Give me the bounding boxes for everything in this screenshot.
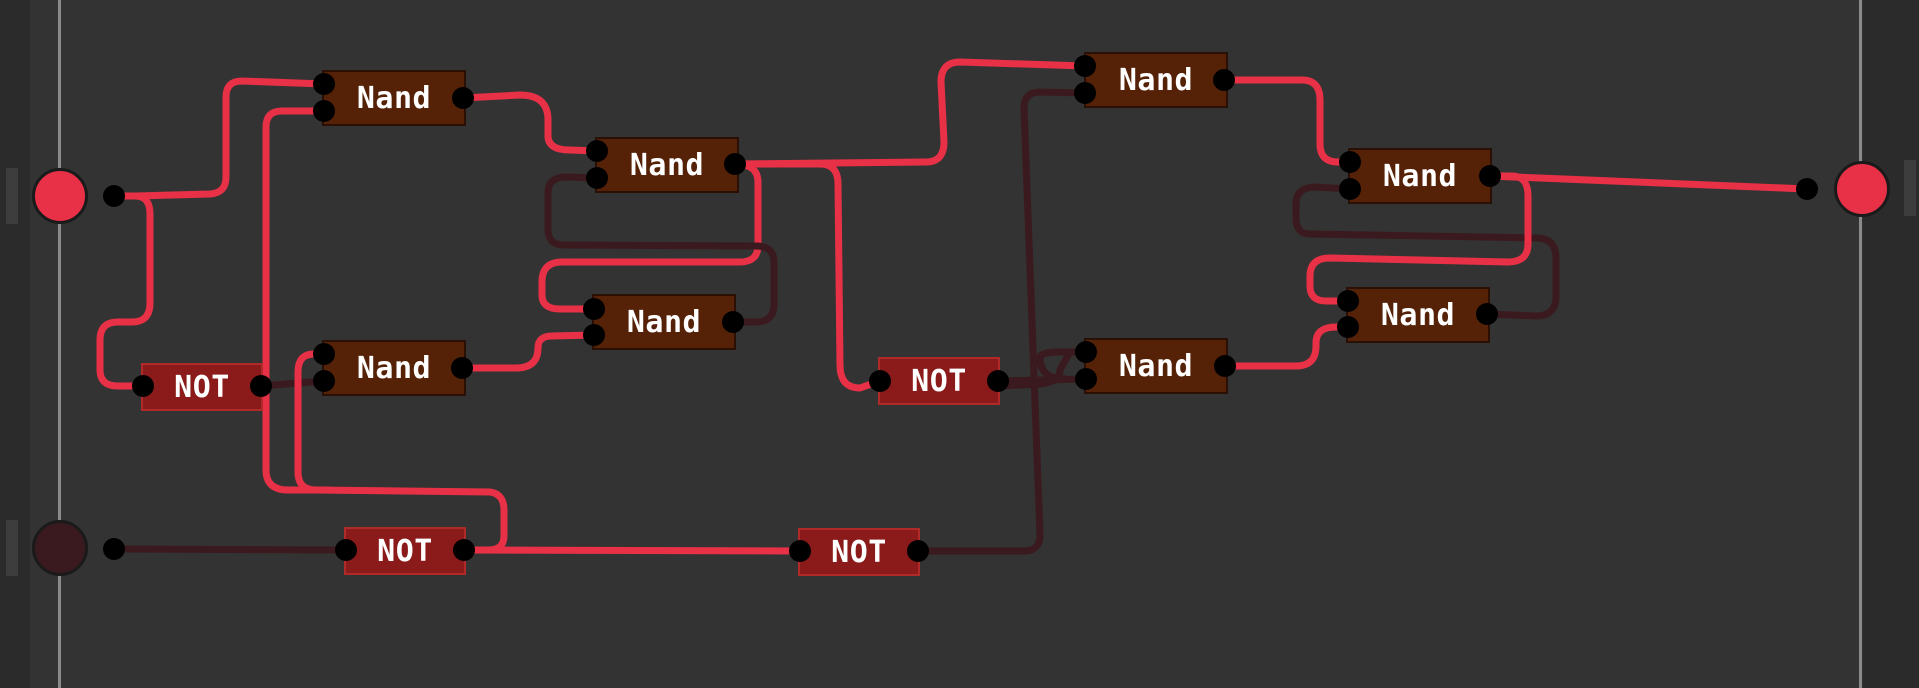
nand-6-gate[interactable]: Nand: [1348, 148, 1492, 204]
wire-w15-off[interactable]: [1036, 348, 1090, 383]
gate-label: Nand: [1118, 348, 1194, 384]
gate-label: NOT: [911, 363, 967, 399]
gate-label: Nand: [626, 304, 702, 340]
wire-w19-on[interactable]: [1486, 172, 1811, 193]
connector-pin[interactable]: [132, 375, 154, 397]
gate-label: Nand: [356, 350, 432, 386]
output-panel: [1863, 0, 1919, 688]
connector-pin[interactable]: [452, 87, 474, 109]
connector-pin[interactable]: [586, 140, 608, 162]
connector-pin[interactable]: [869, 370, 891, 392]
output-handle-q[interactable]: [1904, 160, 1916, 216]
gate-label: Nand: [1118, 62, 1194, 98]
wire-w6-on[interactable]: [294, 350, 508, 554]
wire-w9-off[interactable]: [914, 88, 1089, 555]
wire-w21-off[interactable]: [1292, 183, 1560, 320]
connector-pin[interactable]: [103, 538, 125, 560]
wire-w16-on[interactable]: [538, 160, 762, 313]
nand-4-gate[interactable]: Nand: [322, 340, 466, 396]
gate-label: Nand: [629, 147, 705, 183]
connector-pin[interactable]: [724, 153, 746, 175]
connector-pin[interactable]: [453, 539, 475, 561]
input-handle-a[interactable]: [6, 168, 18, 224]
connector-pin[interactable]: [313, 343, 335, 365]
connector-pin[interactable]: [583, 298, 605, 320]
connector-pin[interactable]: [313, 370, 335, 392]
gate-label: Nand: [1382, 158, 1458, 194]
not-3-gate[interactable]: NOT: [798, 528, 920, 576]
nand-7-gate[interactable]: Nand: [1346, 287, 1490, 343]
wire-w13-on[interactable]: [731, 160, 884, 392]
wire-w20-off[interactable]: [544, 173, 778, 326]
connector-pin[interactable]: [1075, 341, 1097, 363]
nand-1-gate[interactable]: Nand: [322, 70, 466, 126]
not-1-gate[interactable]: NOT: [141, 363, 263, 411]
connector-pin[interactable]: [451, 357, 473, 379]
in-b-pin-off[interactable]: [32, 520, 88, 576]
connector-pin[interactable]: [1074, 82, 1096, 104]
connector-pin[interactable]: [250, 375, 272, 397]
connector-pin[interactable]: [722, 311, 744, 333]
wire-w11-on[interactable]: [458, 331, 598, 372]
wire-w2-on[interactable]: [131, 77, 328, 200]
input-handle-b[interactable]: [6, 520, 18, 576]
nand-2-gate[interactable]: Nand: [595, 137, 739, 193]
connector-pin[interactable]: [1337, 316, 1359, 338]
in-a-pin-on[interactable]: [32, 168, 88, 224]
input-rail: [58, 0, 61, 688]
nand-3-gate[interactable]: Nand: [592, 294, 736, 350]
wire-w7-off[interactable]: [110, 545, 350, 554]
connector-pin[interactable]: [1214, 355, 1236, 377]
gate-label: NOT: [831, 534, 887, 570]
connector-pin[interactable]: [1075, 368, 1097, 390]
wire-w24-off[interactable]: [996, 348, 1090, 390]
connector-pin[interactable]: [313, 73, 335, 95]
connector-pin[interactable]: [1213, 69, 1235, 91]
connector-pin[interactable]: [1074, 55, 1096, 77]
connector-pin[interactable]: [987, 370, 1009, 392]
connector-pin[interactable]: [313, 100, 335, 122]
connector-pin[interactable]: [1339, 178, 1361, 200]
wire-w14-off[interactable]: [994, 375, 1090, 385]
nand-8-gate[interactable]: Nand: [1084, 338, 1228, 394]
connector-pin[interactable]: [335, 539, 357, 561]
connector-pin[interactable]: [1337, 290, 1359, 312]
wire-w18-on[interactable]: [1220, 76, 1354, 166]
connector-pin[interactable]: [1339, 151, 1361, 173]
connector-pin[interactable]: [907, 540, 929, 562]
connector-pin[interactable]: [789, 540, 811, 562]
gate-label: NOT: [174, 369, 230, 405]
connector-pin[interactable]: [1796, 178, 1818, 200]
connector-pin[interactable]: [586, 167, 608, 189]
wire-w17-on[interactable]: [1221, 323, 1352, 370]
gate-label: NOT: [377, 533, 433, 569]
output-rail: [1859, 0, 1862, 688]
connector-pin[interactable]: [1476, 303, 1498, 325]
connector-pin[interactable]: [583, 324, 605, 346]
connector-pin[interactable]: [1479, 165, 1501, 187]
gate-label: Nand: [356, 80, 432, 116]
connector-pin[interactable]: [103, 185, 125, 207]
not-2-gate[interactable]: NOT: [344, 527, 466, 575]
nand-5-gate[interactable]: Nand: [1084, 52, 1228, 108]
wire-w10-on[interactable]: [459, 91, 601, 155]
wire-w8-on[interactable]: [460, 546, 804, 555]
wire-w5-on[interactable]: [262, 107, 332, 494]
wire-w12-on[interactable]: [731, 58, 1089, 168]
out-q-pin-on[interactable]: [1834, 161, 1890, 217]
wire-w3-on[interactable]: [96, 192, 154, 390]
wire-w23-on[interactable]: [1306, 172, 1532, 305]
gate-label: Nand: [1380, 297, 1456, 333]
not-4-gate[interactable]: NOT: [878, 357, 1000, 405]
